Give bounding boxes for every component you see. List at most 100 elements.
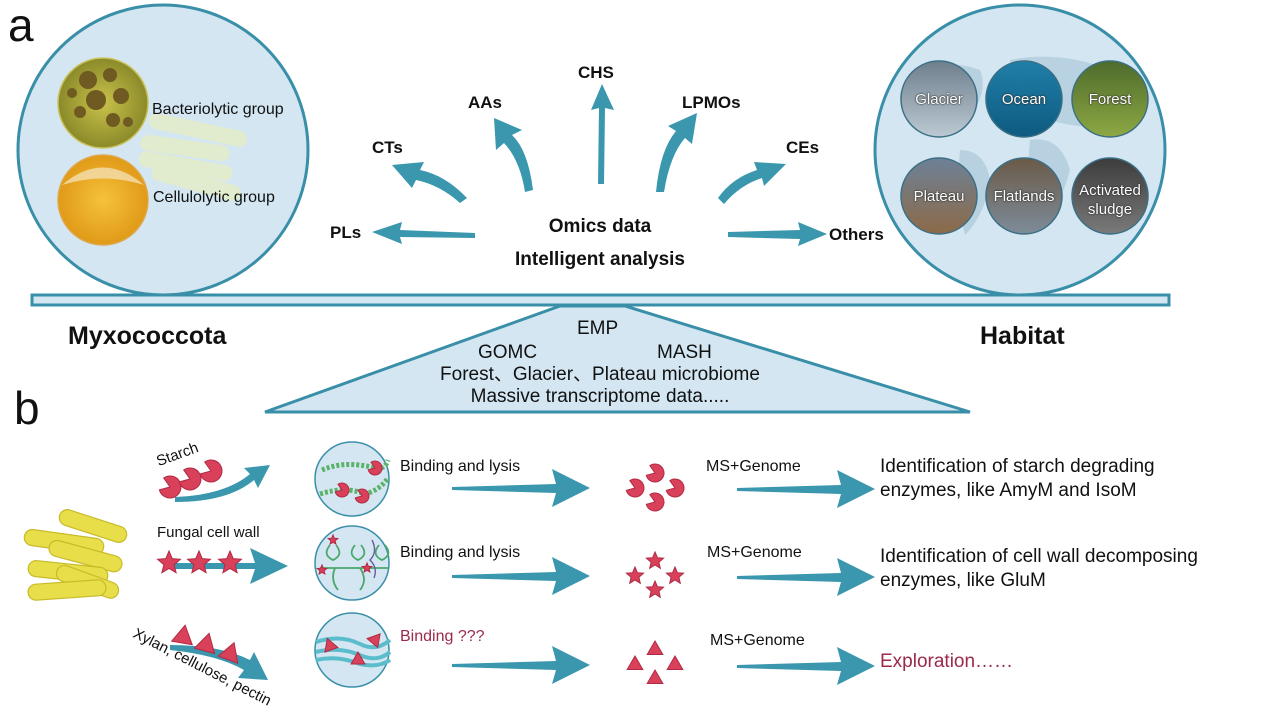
chitin-star-icon xyxy=(217,549,243,574)
enzyme-label-pls: PLs xyxy=(330,223,362,242)
habitat-label-ocean: Ocean xyxy=(1001,91,1047,108)
arrow-to-lpmos xyxy=(656,113,697,192)
binding-arrow-2 xyxy=(452,557,590,595)
myxobacteria-icon xyxy=(23,509,128,601)
arrow-to-chs xyxy=(591,84,614,184)
habitat-label: Habitat xyxy=(980,322,1065,350)
chitin-star-icon xyxy=(326,533,340,546)
starch-chain-icon xyxy=(321,459,391,473)
binding-step-label-1: Binding and lysis xyxy=(400,458,521,475)
enzyme-label-cts: CTs xyxy=(372,138,403,157)
binding-circle xyxy=(314,441,390,517)
fulcrum-emp: EMP xyxy=(577,318,619,339)
starch-granule-icon xyxy=(334,482,350,498)
result-text-1: Identification of starch degrading enzyme… xyxy=(880,455,1155,503)
binding-circle xyxy=(314,612,390,688)
pathway-row-1 xyxy=(158,441,685,517)
polysaccharide-triangle-icon xyxy=(193,632,216,655)
polysaccharide-triangle-icon xyxy=(366,633,381,649)
fulcrum-mash: MASH xyxy=(657,342,712,363)
analysis-arrow-1 xyxy=(737,470,875,508)
starch-granule-icon xyxy=(367,460,383,476)
analysis-label-3: MS+Genome xyxy=(710,632,805,649)
binding-circle xyxy=(314,525,390,601)
released-star-icon xyxy=(645,579,665,599)
starch-granule-icon xyxy=(199,459,223,483)
enzyme-label-aas: AAs xyxy=(468,93,503,112)
arrow-to-pls xyxy=(372,222,475,244)
arrow-to-others xyxy=(728,222,827,246)
polysaccharide-triangle-icon xyxy=(217,641,239,664)
bacteriolytic-colony-image xyxy=(57,57,149,149)
released-star-icon xyxy=(645,550,665,570)
cellulolytic-group-label: Cellulolytic group xyxy=(153,189,275,206)
cellulolytic-colony-image xyxy=(57,154,149,246)
result-line: enzymes, like GluM xyxy=(880,570,1046,591)
binding-step-label-3: Binding ??? xyxy=(400,628,485,645)
released-triangle-icon xyxy=(666,655,684,670)
cell-wall-network-icon xyxy=(320,544,390,591)
enzyme-label-others: Others xyxy=(829,225,884,244)
habitat-label-flatlands: Flatlands xyxy=(993,188,1055,205)
fulcrum-transcriptome: Massive transcriptome data..... xyxy=(470,386,730,407)
habitat-image-forest xyxy=(1071,60,1149,138)
faint-bacteria-icon xyxy=(138,113,248,201)
myxococcota-label: Myxococcota xyxy=(68,322,227,350)
result-line: Identification of cell wall decomposing xyxy=(880,546,1198,567)
substrate-arrow xyxy=(175,465,270,502)
released-triangle-icon xyxy=(646,669,664,684)
binding-step-label-2: Binding and lysis xyxy=(400,544,521,561)
polysaccharide-triangle-icon xyxy=(324,637,339,653)
result-text-2: Identification of cell wall decomposing e… xyxy=(880,545,1198,593)
habitat-image-activated-sludge xyxy=(1071,157,1149,235)
panel-b-letter: b xyxy=(14,382,40,434)
arrow-to-aas xyxy=(494,118,533,192)
omics-data-label: Omics data xyxy=(548,216,652,237)
habitat-label-activated-sludge: Activated sludge xyxy=(1079,182,1141,218)
starch-granule-icon xyxy=(354,488,370,504)
arrow-to-cts xyxy=(392,162,467,203)
released-star-icon xyxy=(625,565,645,585)
polysaccharide-triangle-icon xyxy=(170,624,193,646)
result-line: enzymes, like AmyM and IsoM xyxy=(880,480,1137,501)
habitat-image-glacier xyxy=(900,60,978,138)
analysis-label-1: MS+Genome xyxy=(706,458,801,475)
pathway-row-2 xyxy=(156,525,685,601)
habitat-image-plateau xyxy=(900,157,978,235)
habitat-label-forest: Forest xyxy=(1088,91,1132,108)
released-starch-icon xyxy=(665,478,685,498)
released-starch-icon xyxy=(645,463,665,483)
result-line: Identification of starch degrading xyxy=(880,456,1155,477)
released-starch-icon xyxy=(625,478,645,498)
cell-wall-network-icon xyxy=(369,539,377,579)
fulcrum-gomc: GOMC xyxy=(478,342,538,363)
panel-a-letter: a xyxy=(8,0,34,51)
seesaw-beam xyxy=(30,293,1171,307)
enzyme-arrows xyxy=(372,84,827,246)
habitat-label-plateau: Plateau xyxy=(913,188,965,205)
analysis-label-2: MS+Genome xyxy=(707,544,802,561)
chitin-star-icon xyxy=(360,561,374,574)
released-triangle-icon xyxy=(626,655,644,670)
fulcrum-microbiome: Forest、Glacier、Plateau microbiome xyxy=(440,364,760,385)
released-star-icon xyxy=(665,565,685,585)
habitat-circle xyxy=(873,3,1167,297)
binding-arrow-1 xyxy=(452,469,590,507)
bacteriolytic-group-label: Bacteriolytic group xyxy=(152,101,284,118)
habitat-image-flatlands xyxy=(985,157,1063,235)
polysaccharide-triangle-icon xyxy=(350,650,366,665)
released-starch-icon xyxy=(645,492,665,512)
arrow-to-ces xyxy=(718,162,786,204)
diagram-canvas xyxy=(16,3,1171,688)
habitat-image-ocean xyxy=(985,60,1063,138)
analysis-arrow-2 xyxy=(737,558,875,596)
result-text-3: Exploration…… xyxy=(880,650,1013,674)
pathway-row-3 xyxy=(170,612,684,688)
analysis-arrow-3 xyxy=(737,647,875,685)
enzyme-label-chs: CHS xyxy=(578,63,614,82)
chitin-star-icon xyxy=(186,549,212,574)
chitin-star-icon xyxy=(315,563,329,576)
substrate-arrow xyxy=(170,645,268,680)
fulcrum-triangle xyxy=(264,304,971,414)
intelligent-analysis-label: Intelligent analysis xyxy=(515,249,685,270)
